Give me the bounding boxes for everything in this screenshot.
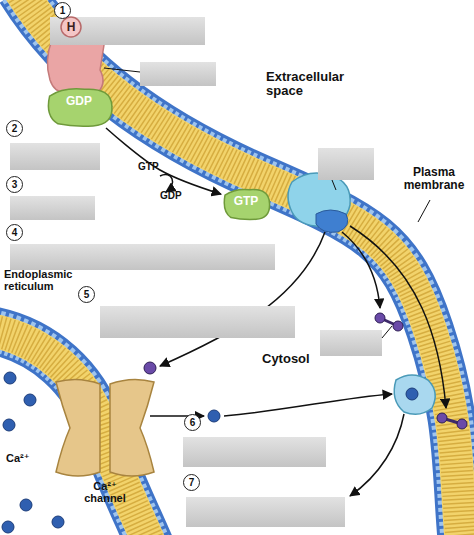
blank-boxes	[10, 143, 100, 170]
pathway-arrows	[160, 175, 173, 192]
g-protein: GDP	[44, 86, 114, 128]
phospholipase	[288, 173, 350, 232]
blank-boxes	[10, 244, 275, 270]
callout-number: 4	[6, 224, 23, 241]
ip3-molecules	[457, 419, 467, 429]
calcium-sensor	[406, 388, 418, 400]
ip3-molecules	[375, 313, 385, 323]
blank-boxes	[318, 148, 374, 180]
callout-number: 7	[183, 474, 200, 491]
hormone-circle: H	[60, 16, 82, 38]
blank-boxes	[186, 497, 345, 527]
callout-number: 3	[6, 176, 23, 193]
region-label: GTP	[138, 161, 168, 172]
blank-boxes	[10, 196, 95, 220]
node-label: Ca²⁺ channel	[77, 478, 133, 508]
callout-number: 2	[6, 120, 23, 137]
blank-boxes	[140, 62, 216, 86]
leader-lines	[418, 200, 430, 222]
pathway-arrows	[350, 414, 404, 496]
blank-boxes	[100, 306, 295, 338]
callout-number: 5	[78, 286, 95, 303]
g-protein: GTP	[221, 187, 271, 221]
region-label: Extracellular space	[266, 70, 361, 99]
node-label: GTP	[223, 187, 269, 215]
callout-number: 1	[54, 2, 71, 19]
ip3-molecules	[144, 362, 156, 374]
pathway-arrows	[224, 394, 392, 416]
node-label: H	[60, 16, 82, 38]
phospholipase	[316, 210, 348, 232]
blank-boxes	[183, 437, 326, 467]
region-label: Endoplasmic reticulum	[4, 268, 84, 292]
region-label: GDP	[160, 190, 190, 201]
calcium-channel	[56, 379, 100, 476]
node-label: GDP	[49, 86, 109, 116]
calcium-ions	[4, 372, 16, 384]
pathway-arrows	[350, 226, 446, 408]
callout-number: 6	[184, 414, 201, 431]
calcium-sensor	[394, 375, 435, 414]
leader-lines	[104, 68, 430, 338]
calcium-ions	[20, 499, 32, 511]
region-label: Cytosol	[262, 352, 332, 366]
leader-lines	[104, 68, 140, 72]
ip3-molecules	[437, 413, 447, 423]
calcium-sensor	[394, 375, 435, 414]
leader-lines	[382, 326, 392, 338]
blank-boxes	[320, 330, 382, 356]
calcium-ions	[24, 394, 36, 406]
calcium-ions	[2, 521, 14, 533]
calcium-ions	[52, 516, 64, 528]
region-label: Ca²⁺	[6, 452, 46, 464]
calcium-channel: Ca²⁺ channel	[48, 376, 162, 510]
calcium-channel	[110, 379, 154, 476]
region-label: Plasma membrane	[398, 166, 470, 192]
hormone-circle	[61, 17, 81, 37]
blank-boxes	[50, 17, 205, 45]
calcium-ions	[3, 419, 15, 431]
calcium-ions	[208, 410, 220, 422]
leader-lines	[332, 180, 336, 190]
ip3-molecules	[393, 321, 403, 331]
pathway-arrow	[106, 128, 221, 194]
